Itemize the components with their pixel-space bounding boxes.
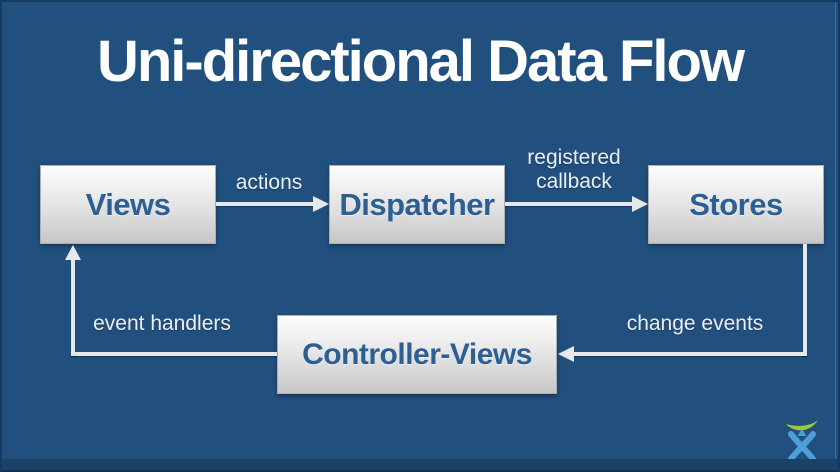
controller-views-box: Controller-Views (277, 315, 557, 394)
change-events-label: change events (626, 312, 764, 335)
arrowhead-right-icon (313, 196, 329, 212)
arrow-line-vertical (71, 258, 75, 356)
arrowhead-left-icon (558, 346, 574, 362)
views-box-label: Views (85, 186, 171, 222)
event-handlers-label: event handlers (93, 312, 231, 335)
arrow-line-vertical (803, 244, 807, 356)
arrowhead-up-icon (65, 245, 81, 260)
controller-views-box-label: Controller-Views (302, 337, 532, 371)
actions-label: actions (235, 171, 303, 194)
atlassian-logo-icon (786, 420, 818, 462)
stores-box: Stores (648, 165, 824, 244)
stores-box-label: Stores (689, 186, 783, 222)
arrow-line-horizontal (71, 352, 277, 356)
views-box: Views (40, 165, 216, 244)
right-edge-highlight (835, 2, 836, 472)
footer-strip (2, 459, 838, 472)
arrow-line (216, 202, 315, 206)
arrowhead-right-icon (632, 196, 648, 212)
arrow-line-horizontal (573, 352, 807, 356)
dispatcher-box-label: Dispatcher (339, 186, 495, 222)
page-title: Uni-directional Data Flow (96, 29, 745, 94)
dispatcher-box: Dispatcher (329, 165, 505, 244)
arrow-line (505, 202, 634, 206)
registered-callback-label: registered callback (527, 146, 621, 193)
